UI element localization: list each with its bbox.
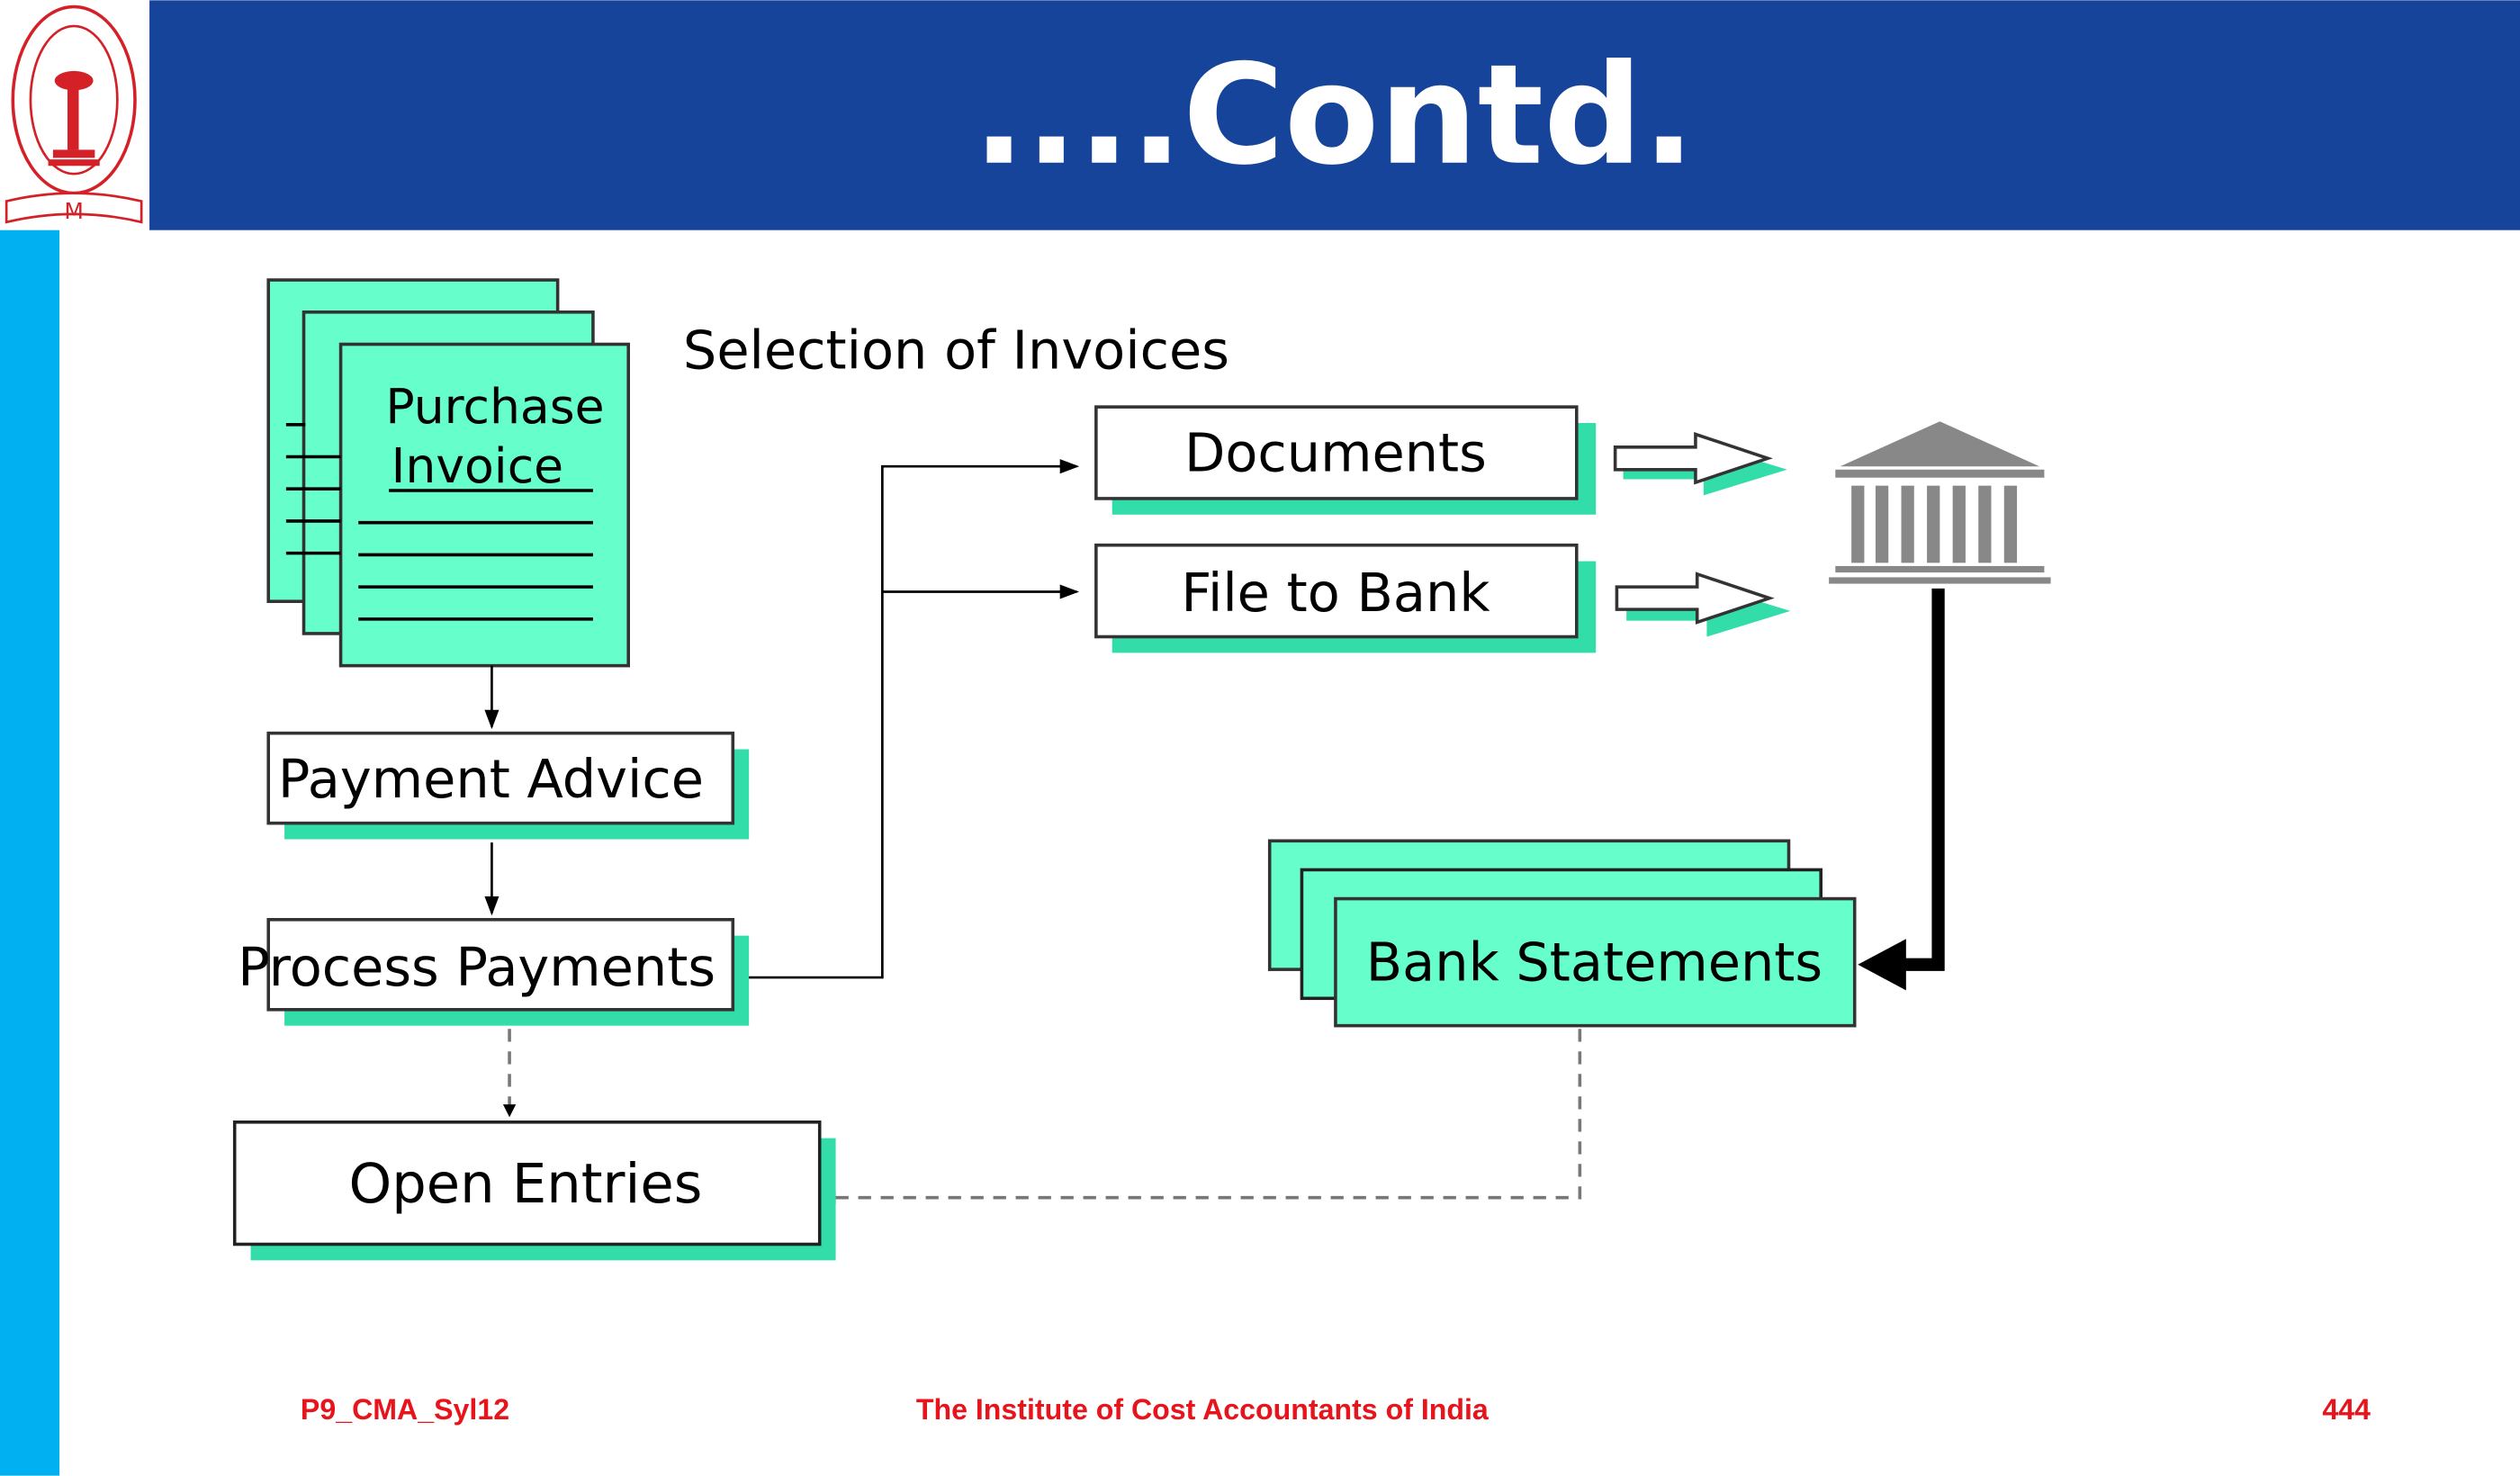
header-bar — [149, 0, 2520, 230]
hollow-arrow-icon — [1613, 432, 1787, 496]
selection-of-invoices-label: Selection of Invoices — [683, 319, 1229, 381]
file-to-bank-label: File to Bank — [1181, 562, 1490, 624]
documents-box: Documents — [1094, 405, 1597, 515]
institute-logo: M — [4, 4, 143, 224]
footer-code: P9_CMA_Syl12 — [301, 1393, 509, 1426]
process-payments-box: Process Payments — [238, 918, 750, 1026]
documents-label: Documents — [1184, 422, 1487, 484]
purchase-invoice-label-2: Invoice — [392, 437, 564, 494]
slide-title: ....Contd. — [973, 35, 1696, 196]
purchase-invoice-label-1: Purchase — [385, 378, 604, 435]
svg-text:M: M — [64, 198, 84, 224]
bank-statements-label: Bank Statements — [1366, 932, 1822, 994]
left-accent-bar — [0, 230, 60, 1476]
page-number: 444 — [2322, 1393, 2371, 1426]
payment-advice-label: Payment Advice — [278, 748, 704, 810]
open-entries-label: Open Entries — [348, 1153, 702, 1216]
purchase-invoice-stack: Purchase Invoice — [266, 278, 631, 668]
payment-advice-box: Payment Advice — [266, 731, 750, 840]
file-to-bank-box: File to Bank — [1094, 543, 1597, 653]
bank-statements-stack: Bank Statements — [1267, 839, 1857, 1028]
process-payments-label: Process Payments — [238, 936, 716, 998]
bank-to-statements-arrow — [1858, 588, 1945, 991]
footer-org: The Institute of Cost Accountants of Ind… — [916, 1393, 1490, 1426]
bank-building-icon — [1829, 421, 2051, 584]
open-entries-box: Open Entries — [232, 1120, 836, 1261]
hollow-arrow-icon — [1615, 572, 1791, 637]
